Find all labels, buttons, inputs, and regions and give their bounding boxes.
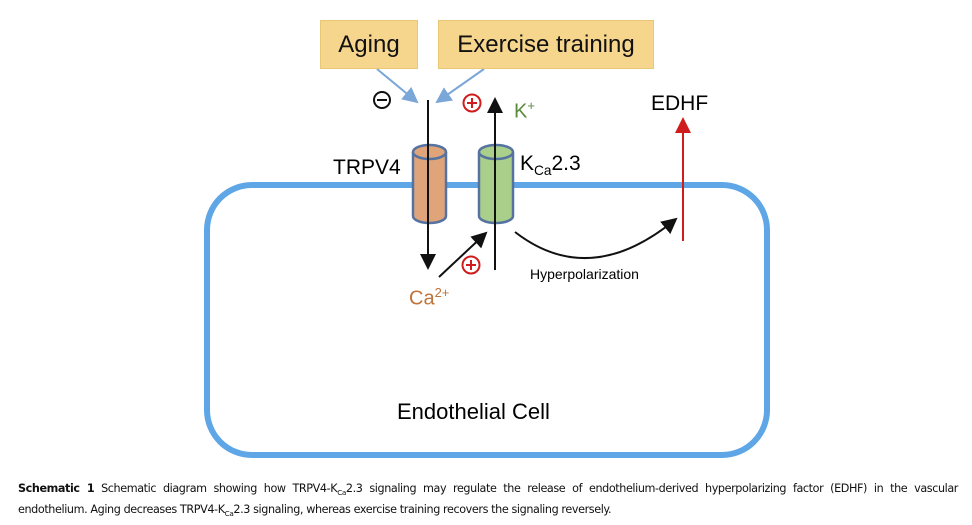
plus-circle-icon xyxy=(462,93,482,113)
hyperpolarization-label: Hyperpolarization xyxy=(530,266,639,282)
plus-circle-icon xyxy=(461,255,481,275)
aging-box: Aging xyxy=(320,20,418,69)
ca-activation-arrow xyxy=(438,231,488,278)
edhf-label: EDHF xyxy=(651,92,709,115)
ca-ion-label: Ca2+ xyxy=(409,285,450,310)
aging-arrow xyxy=(376,68,419,104)
trpv4-channel xyxy=(411,143,448,225)
endothelial-cell-label: Endothelial Cell xyxy=(397,399,550,424)
k-ion-label: K+ xyxy=(514,98,535,123)
figure-caption: Schematic 1 Schematic diagram showing ho… xyxy=(18,482,959,519)
exercise-training-box: Exercise training xyxy=(438,20,654,69)
minus-circle-icon xyxy=(373,91,391,109)
kca-label: KCa2.3 xyxy=(520,152,581,179)
trpv4-label: TRPV4 xyxy=(333,156,401,179)
hyperpolarization-arrow xyxy=(514,217,678,260)
exercise-arrow xyxy=(435,68,485,104)
